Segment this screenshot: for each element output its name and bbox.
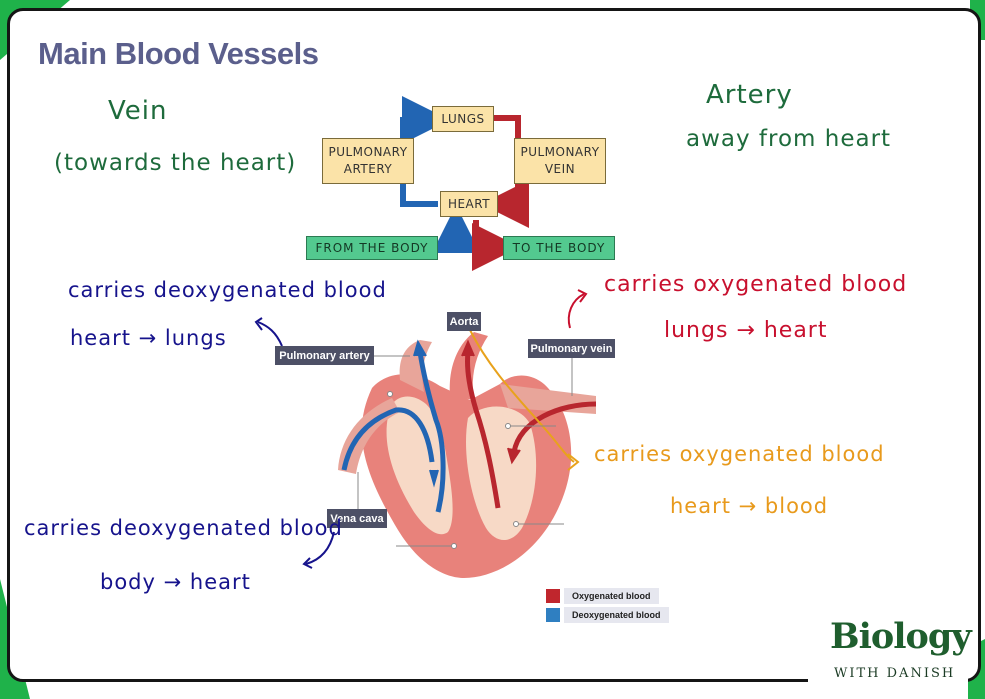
label-aorta: Aorta [447, 312, 481, 331]
red-flow-aorta [465, 351, 501, 509]
label-vena-cava: Vena cava [327, 509, 387, 528]
flow-heart-box: HEART [440, 191, 498, 217]
blue-flow-pulmonary [417, 351, 446, 513]
vein-heading: Vein [108, 96, 168, 126]
artery-detail: away from heart [686, 126, 892, 152]
vein-detail: (towards the heart) [54, 150, 297, 176]
flow-heart-label: HEART [447, 196, 491, 211]
flow-from-body-box: FROM THE BODY [306, 236, 438, 260]
legend-label-deoxygenated: Deoxygenated blood [564, 607, 669, 623]
flow-to-body-label: TO THE BODY [512, 241, 606, 255]
flow-pulmonary-artery-label-1: PULMONARY [328, 145, 408, 159]
legend-label-oxygenated: Oxygenated blood [564, 588, 659, 604]
legend-oxygenated: Oxygenated blood [546, 588, 659, 604]
arrow-from-body [432, 205, 480, 253]
annotation-aorta-1: carries oxygenated blood [594, 442, 885, 466]
red-flow-pulmonary-vein [511, 401, 597, 453]
annotation-pulmonary-artery-1: carries deoxygenated blood [68, 278, 387, 302]
label-pulmonary-vein: Pulmonary vein [528, 339, 615, 358]
flow-to-body-box: TO THE BODY [503, 236, 615, 260]
flow-lungs-label: LUNGS [441, 111, 485, 126]
artery-heading: Artery [706, 80, 793, 110]
flow-pulmonary-vein-box: PULMONARY VEIN [514, 138, 606, 184]
annotation-vena-cava-2: body → heart [100, 570, 251, 594]
flow-pulmonary-artery-label-2: ARTERY [343, 162, 393, 176]
legend-swatch-deoxygenated [546, 608, 560, 622]
annotation-pulmonary-vein-2: lungs → heart [664, 318, 828, 343]
label-pulmonary-artery: Pulmonary artery [275, 346, 374, 365]
right-chamber [386, 396, 453, 535]
page-title: Main Blood Vessels [38, 36, 319, 71]
flow-from-body-label: FROM THE BODY [315, 241, 429, 255]
brand-logo: Biology WITH DANISH [808, 600, 972, 699]
flow-lungs-box: LUNGS [432, 106, 494, 132]
orange-pointer [469, 329, 575, 463]
arrow-to-body [472, 220, 520, 271]
legend-deoxygenated: Deoxygenated blood [546, 607, 669, 623]
logo-main-text: Biology [830, 616, 972, 657]
flow-pulmonary-vein-label-1: PULMONARY [520, 145, 600, 159]
blue-flow-venacava [341, 407, 435, 471]
annotation-aorta-2: heart → blood [670, 494, 829, 518]
annotation-pulmonary-vein-1: carries oxygenated blood [604, 272, 908, 297]
flow-pulmonary-artery-box: PULMONARY ARTERY [322, 138, 414, 184]
annotation-pulmonary-artery-2: heart → lungs [70, 326, 227, 350]
logo-sub-text: WITH DANISH [834, 666, 956, 681]
annotation-vena-cava-1: carries deoxygenated blood [24, 516, 343, 540]
flow-pulmonary-vein-label-2: VEIN [544, 162, 576, 176]
legend-swatch-oxygenated [546, 589, 560, 603]
